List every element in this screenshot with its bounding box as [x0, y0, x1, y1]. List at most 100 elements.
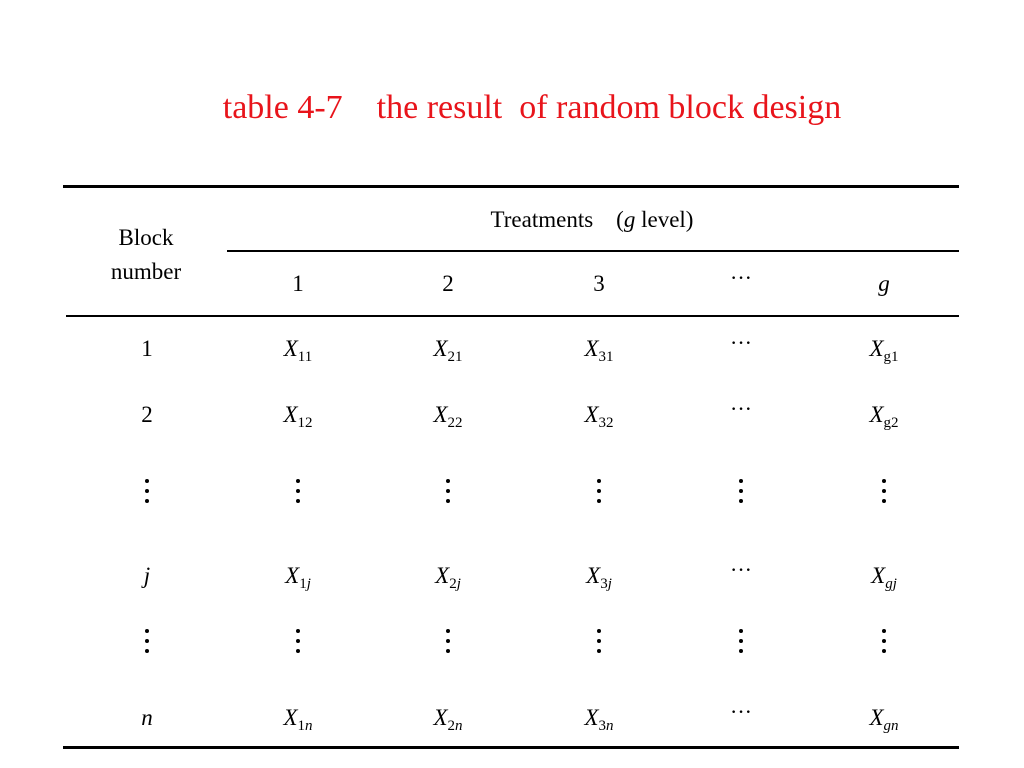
cell-subscript-index: 1	[297, 718, 306, 734]
cell-subscript: 31	[599, 349, 614, 365]
header-bottom-rule	[66, 315, 959, 317]
table-cell	[681, 629, 801, 662]
table-cell: Xg1	[824, 335, 944, 371]
cell-symbol: X	[584, 705, 599, 730]
cell-subscript: 1j	[299, 576, 311, 592]
block-number-cell: 1	[87, 335, 207, 363]
column-header-1: 1	[238, 270, 358, 298]
cell-vdots	[446, 629, 450, 655]
table-cell	[824, 629, 944, 662]
cell-subscript: gj	[885, 576, 897, 592]
cell-subscript: 3n	[599, 718, 614, 734]
cell-subscript: 32	[599, 415, 614, 431]
cell-subscript-index: 1	[299, 576, 307, 592]
column-header-5: g	[824, 270, 944, 298]
cell-symbol: X	[283, 705, 298, 730]
treatments-rule	[227, 250, 959, 252]
treatments-var: g	[623, 207, 636, 232]
cell-subscript: 12	[298, 415, 313, 431]
page-title: table 4-7 the result of random block des…	[222, 89, 842, 126]
cell-subscript-index: 22	[447, 415, 463, 431]
table-cell	[681, 479, 801, 512]
table-cell: X3n	[539, 704, 659, 740]
cell-subscript-index: 2	[447, 718, 456, 734]
cell-subscript: gn	[884, 718, 899, 734]
cell-vdots	[296, 479, 300, 505]
cell-symbol: X	[283, 336, 298, 361]
cell-symbol: X	[435, 563, 450, 588]
cell-vdots	[739, 629, 743, 655]
cell-subscript: 11	[298, 349, 312, 365]
table-cell: ···	[681, 557, 801, 590]
cell-vdots	[446, 479, 450, 505]
cell-subscript-var: j	[456, 576, 461, 592]
block-number-cell	[87, 479, 207, 512]
cell-subscript-index: 32	[598, 415, 614, 431]
cell-symbol: X	[871, 563, 886, 588]
block-number-cell: j	[87, 562, 207, 590]
cell-symbol: X	[433, 402, 448, 427]
cell-symbol: X	[285, 563, 300, 588]
cell-vdots	[296, 629, 300, 655]
table-cell	[824, 479, 944, 512]
block-header-line1: Block	[118, 225, 174, 250]
table-cell	[238, 629, 358, 662]
treatments-suffix: level)	[635, 207, 694, 232]
cell-subscript: 2n	[448, 718, 463, 734]
cell-subscript: 22	[448, 415, 463, 431]
block-number-text: 1	[141, 336, 153, 361]
cell-symbol: X	[433, 336, 448, 361]
treatments-header: Treatments (g level)	[350, 206, 834, 234]
block-number-vdots	[145, 629, 149, 655]
table-cell: X21	[388, 335, 508, 371]
treatments-prefix: Treatments (	[490, 207, 624, 232]
table-cell: X2j	[388, 562, 508, 598]
table-cell: X11	[238, 335, 358, 371]
cell-vdots	[597, 479, 601, 505]
cell-subscript: g1	[884, 349, 899, 365]
column-header-4: ···	[681, 265, 801, 298]
cell-subscript-var: n	[606, 718, 614, 734]
cell-subscript: 1n	[298, 718, 313, 734]
block-number-cell: n	[87, 704, 207, 732]
cell-ellipsis: ···	[730, 699, 752, 724]
cell-subscript-index: g1	[883, 349, 899, 365]
block-number-text: 2	[141, 402, 153, 427]
cell-ellipsis: ···	[730, 330, 752, 355]
cell-subscript: 2j	[449, 576, 461, 592]
block-number-cell: 2	[87, 401, 207, 429]
cell-subscript-index: 3	[598, 718, 607, 734]
cell-subscript-var: n	[455, 718, 463, 734]
table-cell: X31	[539, 335, 659, 371]
column-header-3: 3	[539, 270, 659, 298]
block-number-vdots	[145, 479, 149, 505]
column-header-2-text: 2	[442, 271, 454, 296]
cell-subscript-var: gj	[885, 576, 897, 592]
table-cell: X12	[238, 401, 358, 437]
cell-subscript-index: 12	[297, 415, 313, 431]
cell-symbol: X	[869, 402, 884, 427]
cell-vdots	[882, 479, 886, 505]
cell-symbol: X	[584, 402, 599, 427]
table-cell	[539, 629, 659, 662]
cell-subscript-index: 31	[598, 349, 614, 365]
block-number-cell	[87, 629, 207, 662]
cell-symbol: X	[584, 336, 599, 361]
cell-vdots	[882, 629, 886, 655]
table-cell: ···	[681, 330, 801, 363]
cell-subscript-index: 21	[447, 349, 463, 365]
cell-subscript: g2	[884, 415, 899, 431]
column-header-3-text: 3	[593, 271, 605, 296]
cell-subscript: 3j	[600, 576, 612, 592]
cell-symbol: X	[433, 705, 448, 730]
block-header-line2: number	[110, 259, 182, 284]
block-number-text: n	[141, 705, 153, 730]
table-cell: Xgj	[824, 562, 944, 598]
cell-symbol: X	[869, 336, 884, 361]
cell-subscript-var: n	[305, 718, 313, 734]
cell-symbol: X	[283, 402, 298, 427]
column-header-1-text: 1	[292, 271, 304, 296]
cell-vdots	[739, 479, 743, 505]
cell-subscript-var: gn	[883, 718, 899, 734]
cell-subscript-var: j	[607, 576, 612, 592]
